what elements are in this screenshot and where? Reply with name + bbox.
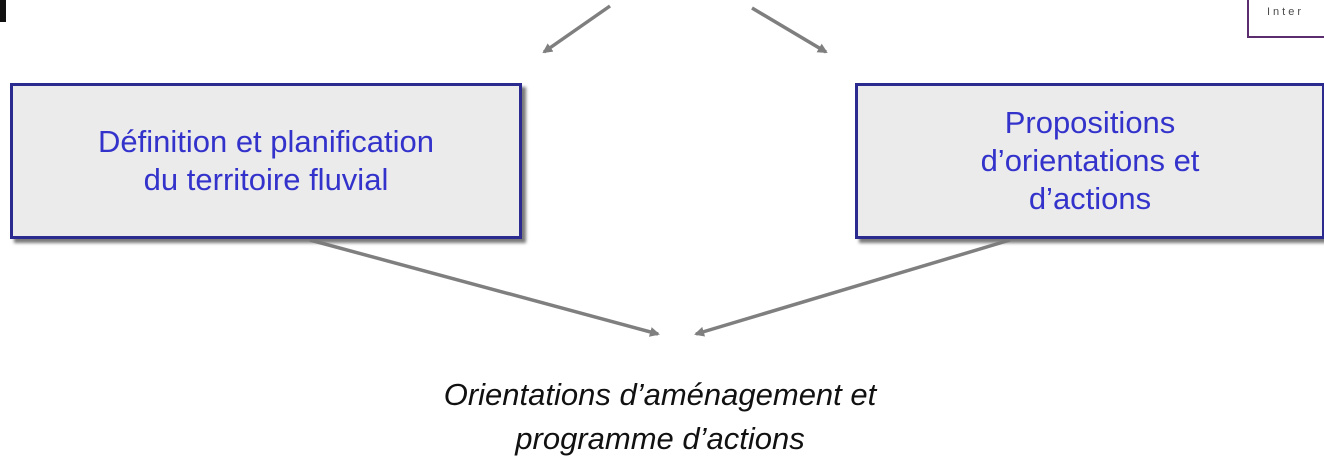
- box-left-line-1: Définition et planification: [97, 124, 435, 159]
- corner-block: [0, 0, 6, 22]
- result-line-1: Orientations d’aménagement et: [443, 377, 877, 412]
- result-line-2: programme d’actions: [515, 421, 805, 456]
- arrow-left-to-result: [309, 238, 660, 337]
- logo-text: Inter: [1267, 6, 1305, 18]
- arrow-top-right: [751, 6, 828, 54]
- box-right-line-1: Propositions: [1004, 105, 1176, 140]
- logo: Inter: [1247, 0, 1324, 38]
- definition-planning-box: Définition et planification du territoir…: [10, 83, 522, 239]
- arrow-right-to-result: [694, 238, 1011, 337]
- box-right-line-2: d’orientations et: [980, 143, 1200, 178]
- box-left-line-2: du territoire fluvial: [143, 162, 389, 197]
- result-text: Orientations d’aménagement et programme …: [330, 373, 990, 461]
- box-right-line-3: d’actions: [1028, 181, 1152, 216]
- arrow-top-left: [542, 4, 612, 54]
- propositions-box: Propositions d’orientations et d’actions: [855, 83, 1324, 239]
